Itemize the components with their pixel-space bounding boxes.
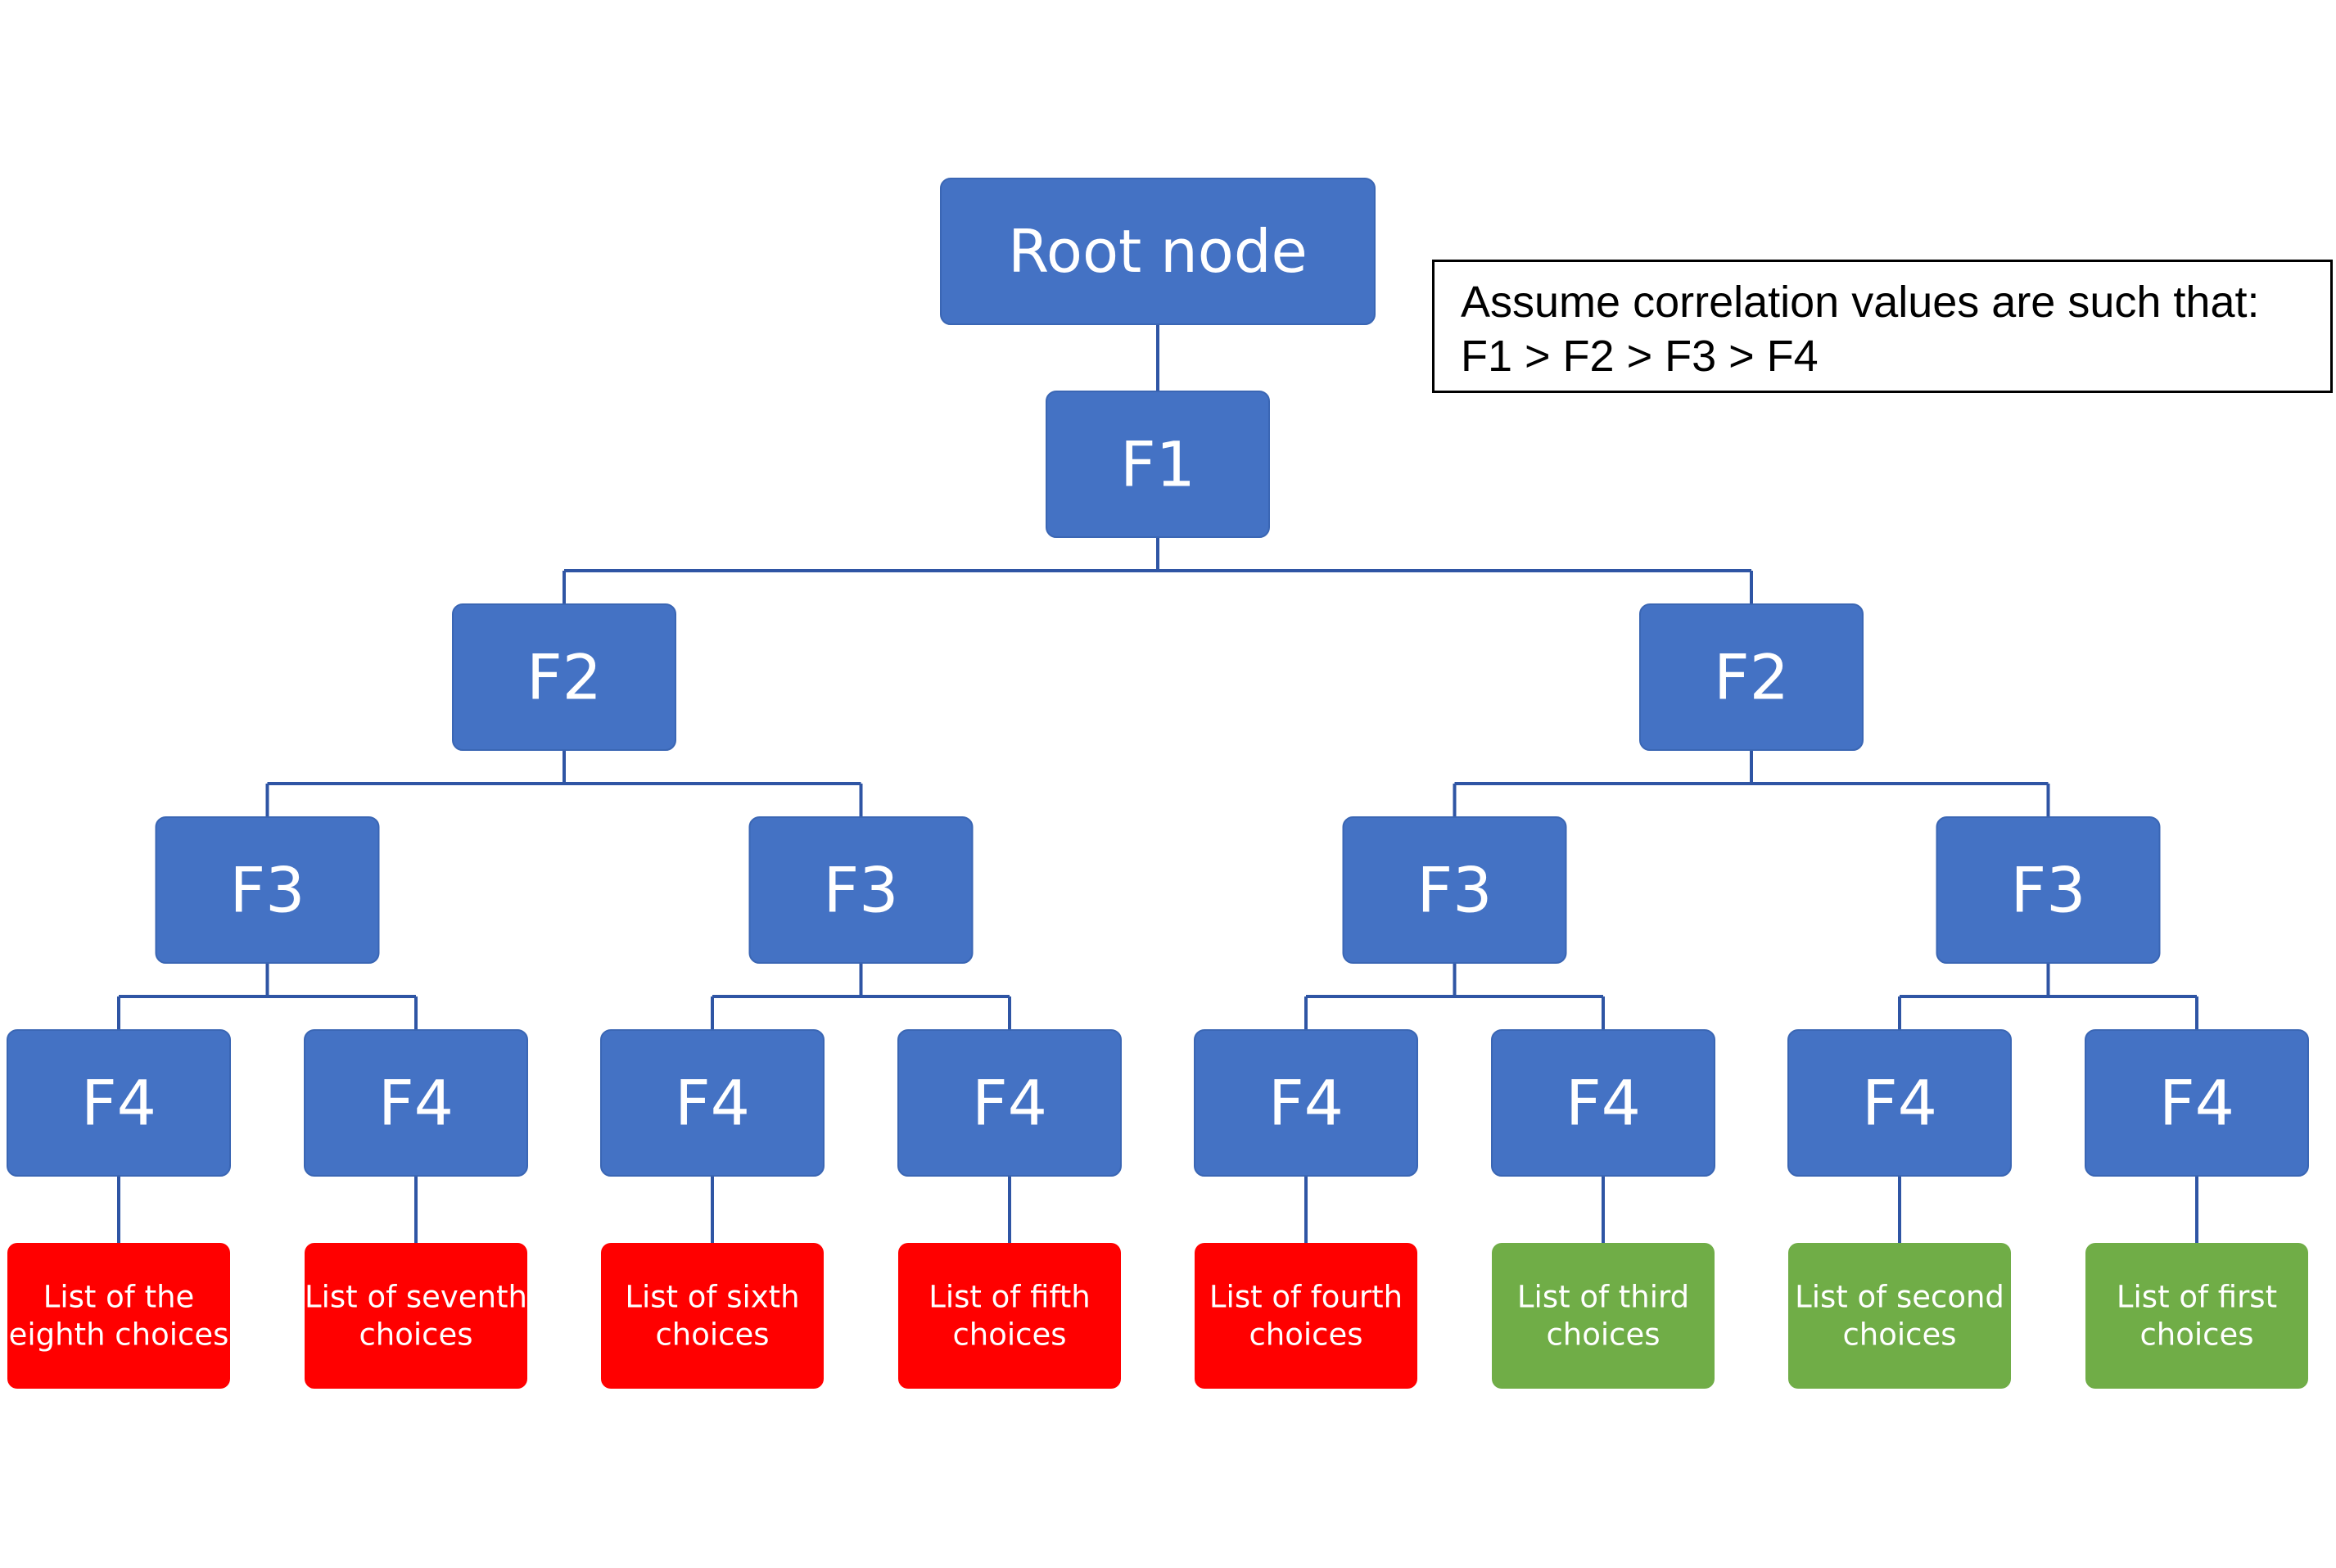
f1-node-box (1046, 391, 1270, 538)
f4-node-4-label: F4 (972, 1067, 1047, 1140)
f3-node-1: F3 (155, 816, 380, 964)
f1-node-label: F1 (1120, 428, 1195, 501)
root-node-box (940, 178, 1376, 325)
f3-node-2-box (748, 816, 974, 964)
root-node: Root node (940, 178, 1376, 325)
f4-node-3-label: F4 (675, 1067, 750, 1140)
leaf-node-6-label-line-2: choices (1546, 1317, 1660, 1353)
leaf-node-4-label-line-2: choices (952, 1317, 1066, 1353)
correlation-note: Assume correlation values are such that:… (1432, 260, 2333, 393)
f4-node-4: F4 (897, 1029, 1122, 1177)
f2-node-2: F2 (1639, 603, 1864, 751)
f4-node-1: F4 (7, 1029, 231, 1177)
connector-lines (117, 324, 2198, 1243)
f4-node-1-box (7, 1029, 231, 1177)
f4-node-6-box (1491, 1029, 1715, 1177)
f3-node-3: F3 (1342, 816, 1567, 964)
f2-node-1: F2 (452, 603, 676, 751)
leaf-node-5-box (1195, 1243, 1417, 1389)
leaf-node-5-label-line-1: List of fourth (1209, 1280, 1403, 1315)
f4-node-7-box (1787, 1029, 2012, 1177)
leaf-node-8-box (2085, 1243, 2308, 1389)
f4-node-5: F4 (1194, 1029, 1418, 1177)
leaf-node-7-label-line-1: List of second (1795, 1280, 2004, 1315)
leaf-node-2-box (305, 1243, 527, 1389)
leaf-node-7-box (1788, 1243, 2011, 1389)
root-node-label: Root node (1008, 217, 1308, 286)
f4-node-4-box (897, 1029, 1122, 1177)
f3-node-4-box (1936, 816, 2161, 964)
leaf-node-4-label-line-1: List of fifth (929, 1280, 1091, 1315)
f1-node: F1 (1046, 391, 1270, 538)
f4-node-3: F4 (600, 1029, 825, 1177)
f2-node-2-label: F2 (1714, 641, 1789, 714)
f4-node-2-label: F4 (378, 1067, 454, 1140)
leaf-node-4-box (898, 1243, 1121, 1389)
f3-node-4: F3 (1936, 816, 2161, 964)
f3-node-1-box (155, 816, 380, 964)
leaf-node-6-box (1492, 1243, 1715, 1389)
leaf-node-8-label-line-2: choices (2139, 1317, 2253, 1353)
f4-node-5-box (1194, 1029, 1418, 1177)
leaf-node-1-box (7, 1243, 230, 1389)
f3-node-3-label: F3 (1417, 854, 1492, 927)
f3-node-3-box (1342, 816, 1567, 964)
leaf-node-3-label-line-2: choices (655, 1317, 769, 1353)
f4-node-3-box (600, 1029, 825, 1177)
f3-node-2-label: F3 (823, 854, 898, 927)
f4-node-2-box (304, 1029, 528, 1177)
leaf-node-3-label-line-1: List of sixth (625, 1280, 799, 1315)
f2-node-2-box (1639, 603, 1864, 751)
f3-node-2: F3 (748, 816, 974, 964)
f4-node-6: F4 (1491, 1029, 1715, 1177)
note-line-1: Assume correlation values are such that: (1461, 278, 2260, 327)
leaf-node-2-label-line-2: choices (359, 1317, 472, 1353)
f2-node-1-box (452, 603, 676, 751)
f4-node-7: F4 (1787, 1029, 2012, 1177)
leaf-node-3-box (601, 1243, 824, 1389)
f4-node-8: F4 (2085, 1029, 2309, 1177)
f3-node-1-label: F3 (229, 854, 305, 927)
leaf-node-6-label-line-1: List of third (1517, 1280, 1689, 1315)
leaf-node-2-label-line-1: List of seventh (305, 1280, 527, 1315)
f4-node-8-label: F4 (2159, 1067, 2234, 1140)
f4-node-2: F4 (304, 1029, 528, 1177)
leaf-node-1-label-line-2: eighth choices (9, 1317, 229, 1353)
f4-node-7-label: F4 (1862, 1067, 1937, 1140)
f4-node-8-box (2085, 1029, 2309, 1177)
leaf-node-7-label-line-2: choices (1842, 1317, 1956, 1353)
f3-node-4-label: F3 (2010, 854, 2085, 927)
leaf-node-8-label-line-1: List of first (2117, 1280, 2277, 1315)
f4-node-5-label: F4 (1268, 1067, 1344, 1140)
f4-node-6-label: F4 (1566, 1067, 1641, 1140)
f4-node-1-label: F4 (81, 1067, 156, 1140)
note-line-2: F1 > F2 > F3 > F4 (1461, 332, 1819, 381)
leaf-node-5-label-line-2: choices (1249, 1317, 1362, 1353)
f2-node-1-label: F2 (526, 641, 602, 714)
leaf-node-1-label-line-1: List of the (43, 1280, 195, 1315)
